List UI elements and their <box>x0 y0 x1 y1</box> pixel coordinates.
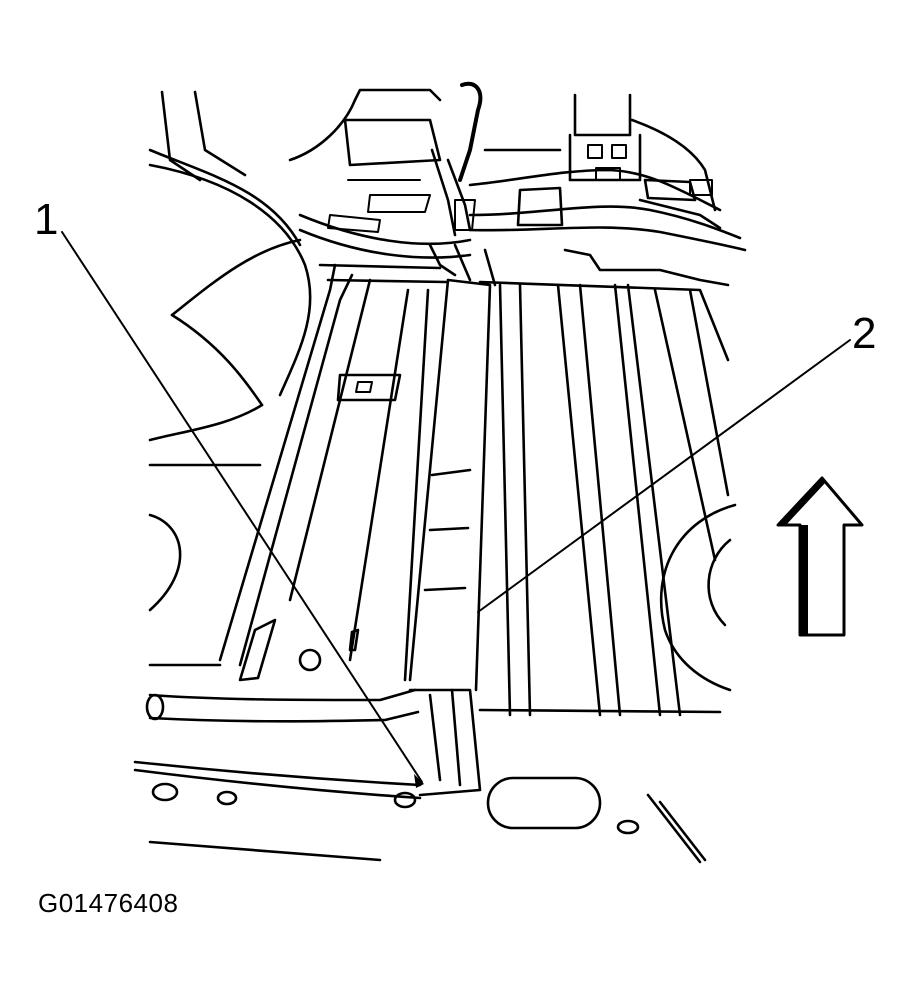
floor-pan-left <box>148 263 448 682</box>
callout-1: 1 <box>34 195 424 788</box>
callout-1-arrowhead <box>414 774 424 788</box>
callout-1-number: 1 <box>34 195 58 244</box>
figure-id: G01476408 <box>38 888 179 918</box>
up-arrow-icon <box>776 476 864 637</box>
callout-2-leader-line <box>477 339 851 613</box>
lower-crossmember <box>133 688 707 864</box>
callout-1-leader-line <box>61 231 423 783</box>
upper-components <box>148 81 747 287</box>
center-tunnel <box>408 243 497 692</box>
callout-2-number: 2 <box>852 309 876 358</box>
left-wheel-housing <box>148 163 312 612</box>
callout-2: 2 <box>477 309 876 613</box>
floor-pan-right <box>478 280 737 717</box>
